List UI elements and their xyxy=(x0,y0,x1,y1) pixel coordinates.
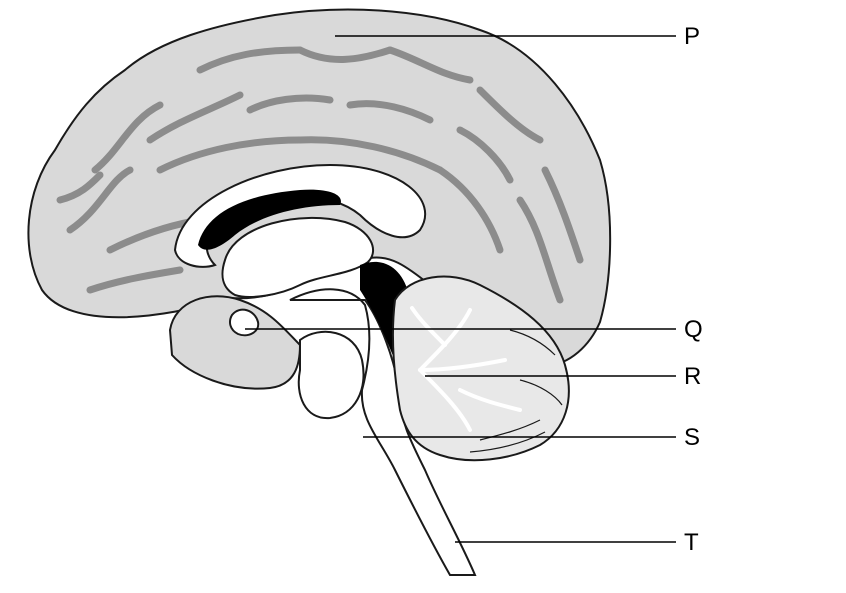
lateral-ventricle xyxy=(198,189,341,250)
label-t: T xyxy=(684,529,699,556)
label-p: P xyxy=(684,23,701,50)
label-r: R xyxy=(684,363,702,390)
leader-lines xyxy=(245,35,676,543)
cerebellum xyxy=(391,275,570,462)
corpus-callosum xyxy=(173,163,427,268)
pituitary-region xyxy=(229,308,260,337)
label-q: Q xyxy=(684,316,703,343)
label-s: S xyxy=(684,424,701,451)
pons xyxy=(297,330,365,420)
thalamus xyxy=(221,216,374,298)
temporal-lobe xyxy=(168,295,302,390)
cerebellum-folia xyxy=(469,329,563,453)
sulci-pattern xyxy=(56,46,584,304)
